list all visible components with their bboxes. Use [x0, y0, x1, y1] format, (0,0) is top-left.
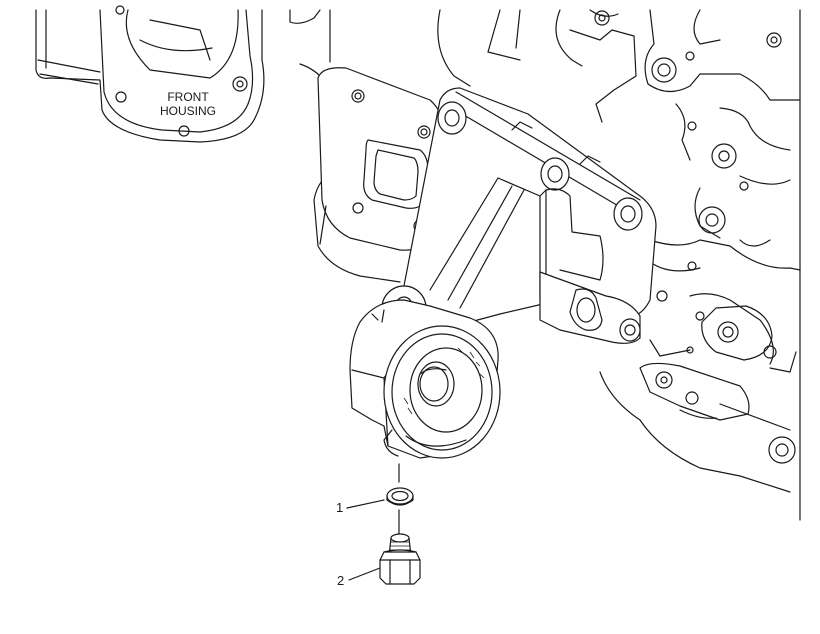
- part-2-plug: [379, 533, 421, 585]
- callout-2-leader: [348, 567, 381, 581]
- callout-2: 2: [337, 567, 381, 588]
- engine-block: [289, 9, 801, 521]
- callout-2-number: 2: [337, 573, 344, 588]
- callout-1-leader: [346, 499, 385, 509]
- bracket-assembly: [349, 87, 657, 459]
- callout-1-number: 1: [336, 500, 343, 515]
- housing-label-line1: FRONT: [167, 90, 209, 104]
- housing-label-line2: HOUSING: [160, 104, 216, 118]
- callout-1: 1: [336, 499, 385, 515]
- front-housing: [35, 5, 265, 143]
- part-1-seal-ring: [386, 487, 414, 506]
- front-housing-label: FRONT HOUSING: [160, 90, 216, 118]
